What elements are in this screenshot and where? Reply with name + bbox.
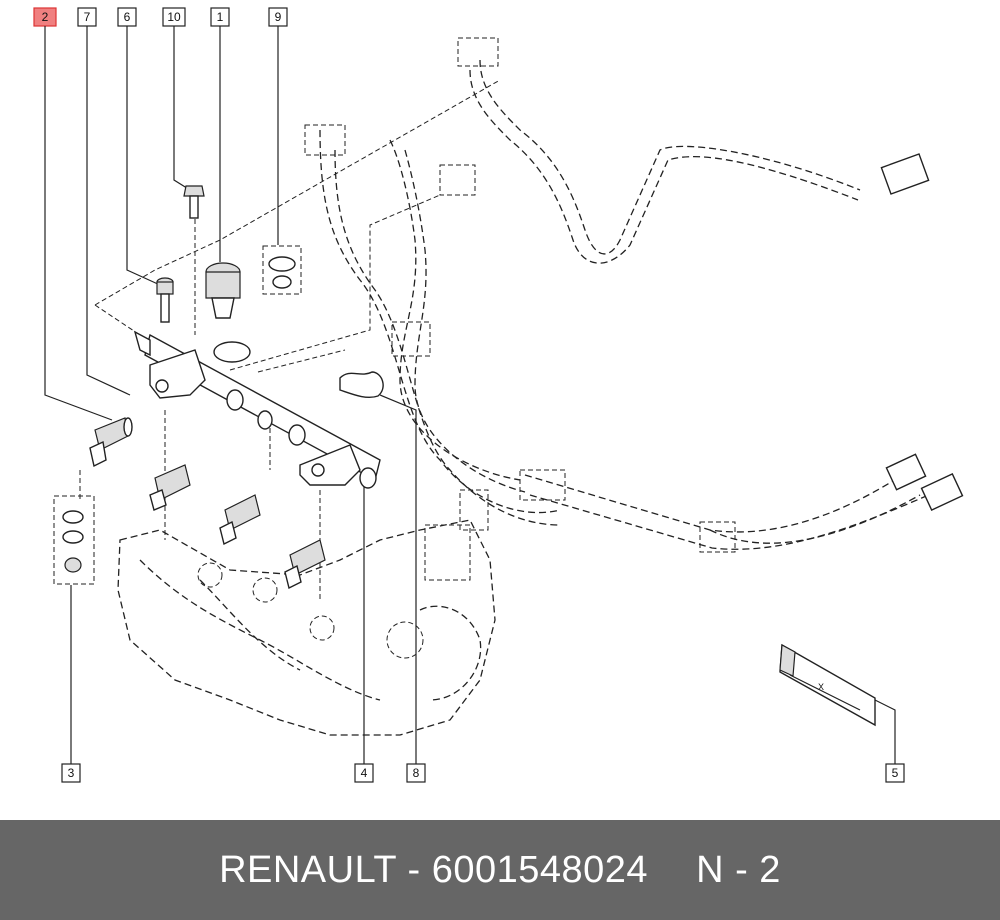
- engine-block: [117, 489, 496, 736]
- svg-text:9: 9: [275, 10, 282, 24]
- injector-1: [149, 464, 191, 511]
- gauge-label: X: [818, 682, 824, 692]
- svg-text:3: 3: [68, 766, 75, 780]
- callout-9[interactable]: 9: [268, 7, 288, 27]
- svg-text:6: 6: [124, 10, 131, 24]
- svg-text:4: 4: [361, 766, 368, 780]
- seal-kit-3: [53, 495, 95, 585]
- callout-10[interactable]: 10: [162, 7, 186, 27]
- footer-bar: RENAULT - 6001548024 N - 2: [0, 820, 1000, 920]
- svg-text:10: 10: [167, 10, 181, 24]
- callout-8[interactable]: 8: [406, 763, 426, 783]
- callout-6[interactable]: 6: [117, 7, 137, 27]
- callout-5[interactable]: 5: [885, 763, 905, 783]
- callout-7[interactable]: 7: [77, 7, 97, 27]
- callout-1[interactable]: 1: [210, 7, 230, 27]
- page-ref: N - 2: [696, 848, 781, 891]
- callout-3[interactable]: 3: [61, 763, 81, 783]
- part-number: 6001548024: [431, 848, 649, 891]
- svg-text:5: 5: [892, 766, 899, 780]
- svg-text:2: 2: [42, 10, 49, 24]
- pressure-sensor: [205, 262, 251, 363]
- parts-diagram: 2 7 6 10 1 9 3 4 8 5: [33, 7, 964, 783]
- fuel-rail: [133, 330, 381, 489]
- assembly-guides: [79, 79, 501, 600]
- bolt-10: [183, 185, 205, 219]
- separator: -: [396, 848, 432, 891]
- svg-text:7: 7: [84, 10, 91, 24]
- svg-text:1: 1: [217, 10, 224, 24]
- injectors: [89, 417, 326, 590]
- gauge-5: X: [779, 643, 876, 727]
- injector-3: [284, 539, 326, 590]
- wiring-harness: [304, 37, 964, 553]
- brand-name: RENAULT: [219, 848, 397, 891]
- leader-lines: [44, 26, 896, 764]
- oring-kit-9: [262, 245, 302, 295]
- footer-text: RENAULT - 6001548024 N - 2: [219, 849, 781, 892]
- injector-main: [89, 417, 133, 468]
- callout-2[interactable]: 2: [33, 7, 57, 27]
- injector-2: [219, 494, 261, 546]
- callout-4[interactable]: 4: [354, 763, 374, 783]
- gasket-8: [339, 371, 384, 399]
- svg-text:8: 8: [413, 766, 420, 780]
- screw-6: [156, 277, 174, 323]
